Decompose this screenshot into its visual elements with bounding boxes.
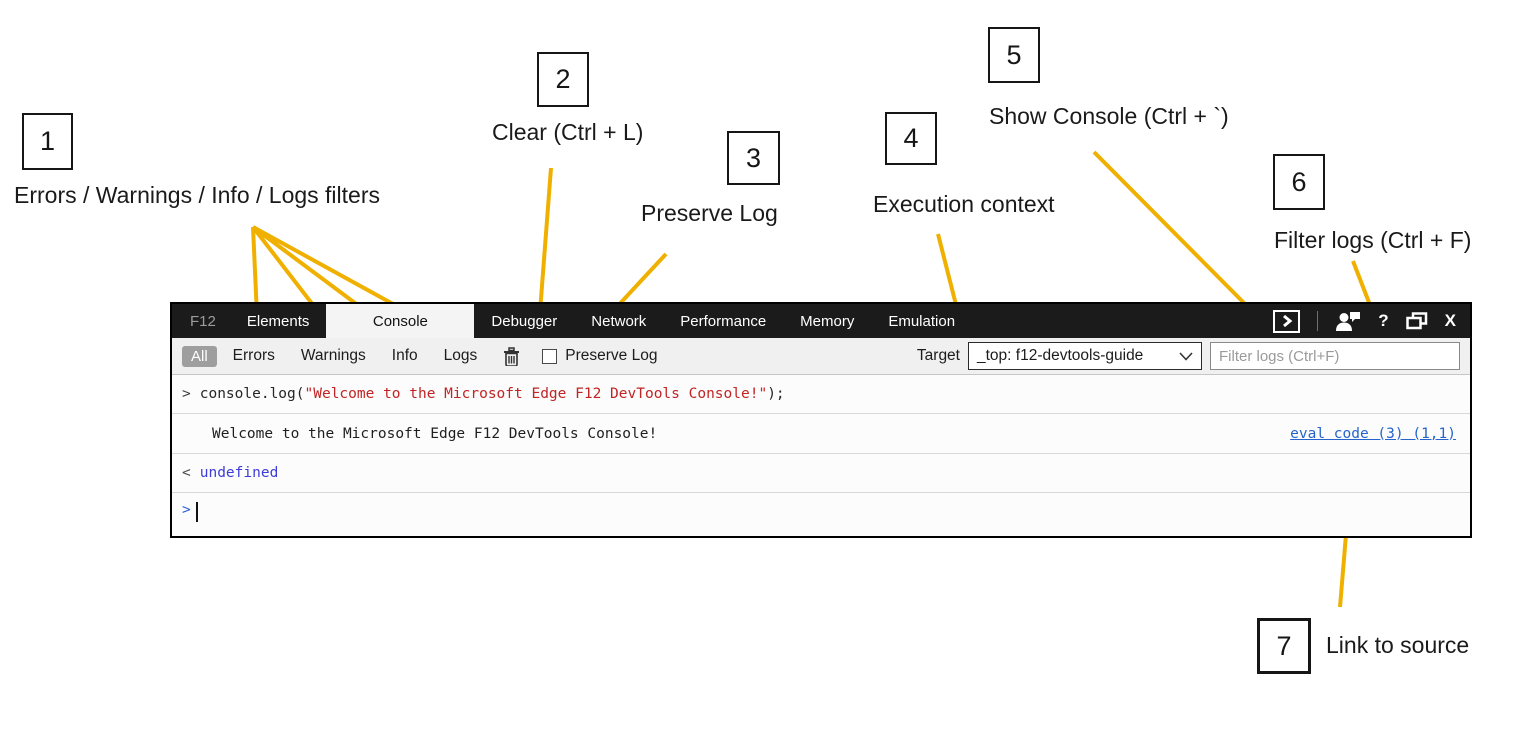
filter-logs-input[interactable] (1210, 342, 1460, 370)
chevron-down-icon (1179, 351, 1193, 361)
titlebar-icons: ? X (1273, 304, 1470, 338)
filter-logs-button[interactable]: Logs (443, 347, 478, 364)
callout-box-6: 6 (1273, 154, 1325, 210)
execution-context-dropdown[interactable]: _top: f12-devtools-guide (968, 342, 1202, 370)
tab-network[interactable]: Network (591, 312, 647, 330)
tab-elements[interactable]: Elements (246, 312, 310, 330)
devtools-tabbar: F12 Elements Console Debugger Network Pe… (172, 304, 1470, 338)
console-result-row: < undefined (172, 454, 1470, 493)
callout-label-6: Filter logs (Ctrl + F) (1274, 227, 1472, 253)
callout-box-3: 3 (727, 131, 780, 185)
callout-number-3: 3 (745, 142, 762, 173)
line-show-console (1092, 150, 1249, 308)
callout-number-1: 1 (39, 126, 56, 156)
execution-context-value: _top: f12-devtools-guide (977, 347, 1144, 364)
log-message: Welcome to the Microsoft Edge F12 DevToo… (212, 425, 658, 442)
callout-box-7: 7 (1257, 618, 1311, 674)
show-console-icon[interactable] (1273, 309, 1301, 333)
filter-all-button[interactable]: All (182, 345, 217, 367)
filter-errors-button[interactable]: Errors (232, 347, 275, 364)
callout-box-4: 4 (885, 112, 937, 165)
tab-f12: F12 (190, 312, 216, 330)
echo-code-end: ); (767, 386, 785, 402)
tab-performance[interactable]: Performance (680, 312, 767, 330)
callout-number-7: 7 (1276, 630, 1292, 661)
callout-number-4: 4 (903, 123, 919, 153)
tab-memory[interactable]: Memory (800, 312, 855, 330)
preserve-log-checkbox[interactable] (542, 348, 558, 364)
echo-string-literal: "Welcome to the Microsoft Edge F12 DevTo… (304, 386, 768, 402)
console-log-row: Welcome to the Microsoft Edge F12 DevToo… (172, 414, 1470, 454)
filter-warnings-button[interactable]: Warnings (300, 347, 366, 364)
callout-box-5: 5 (988, 27, 1040, 83)
callout-box-1: 1 (22, 113, 73, 170)
result-value: undefined (199, 465, 279, 481)
source-link[interactable]: eval code (3) (1,1) (1290, 425, 1456, 442)
callout-box-2: 2 (537, 52, 589, 107)
tab-console[interactable]: Console (326, 304, 475, 338)
titlebar-divider (1317, 311, 1319, 331)
callout-label-2: Clear (Ctrl + L) (492, 119, 644, 145)
filter-info-button[interactable]: Info (391, 347, 418, 364)
console-output-area: > console.log("Welcome to the Microsoft … (172, 375, 1470, 536)
clear-console-button[interactable] (503, 346, 520, 366)
callout-label-4: Execution context (873, 191, 1055, 217)
echo-chevron: > (182, 386, 191, 402)
console-toolbar: All Errors Warnings Info Logs Preserve L… (172, 338, 1470, 375)
text-cursor (195, 502, 198, 522)
trash-icon (504, 346, 520, 366)
feedback-icon[interactable] (1335, 311, 1361, 331)
preserve-log-label[interactable]: Preserve Log (565, 347, 658, 364)
restore-window-icon[interactable] (1405, 312, 1428, 330)
callout-label-5: Show Console (Ctrl + `) (989, 103, 1229, 129)
callout-label-1: Errors / Warnings / Info / Logs filters (14, 182, 380, 208)
close-icon[interactable]: X (1444, 311, 1456, 330)
result-chevron: < (182, 465, 191, 481)
callout-number-5: 5 (1006, 39, 1022, 70)
callout-number-6: 6 (1291, 166, 1307, 197)
callout-label-7: Link to source (1326, 632, 1470, 658)
tab-debugger[interactable]: Debugger (491, 312, 558, 330)
echo-code-start: console.log( (199, 386, 305, 402)
target-label: Target (916, 347, 960, 364)
callout-label-3: Preserve Log (641, 200, 778, 226)
prompt-chevron: > (182, 502, 191, 518)
devtools-window: F12 Elements Console Debugger Network Pe… (170, 302, 1472, 538)
callout-number-2: 2 (555, 64, 571, 94)
console-echo-row: > console.log("Welcome to the Microsoft … (172, 375, 1470, 414)
tab-emulation[interactable]: Emulation (888, 312, 956, 330)
console-prompt-row[interactable]: > (172, 493, 1470, 536)
help-icon[interactable]: ? (1378, 311, 1389, 330)
